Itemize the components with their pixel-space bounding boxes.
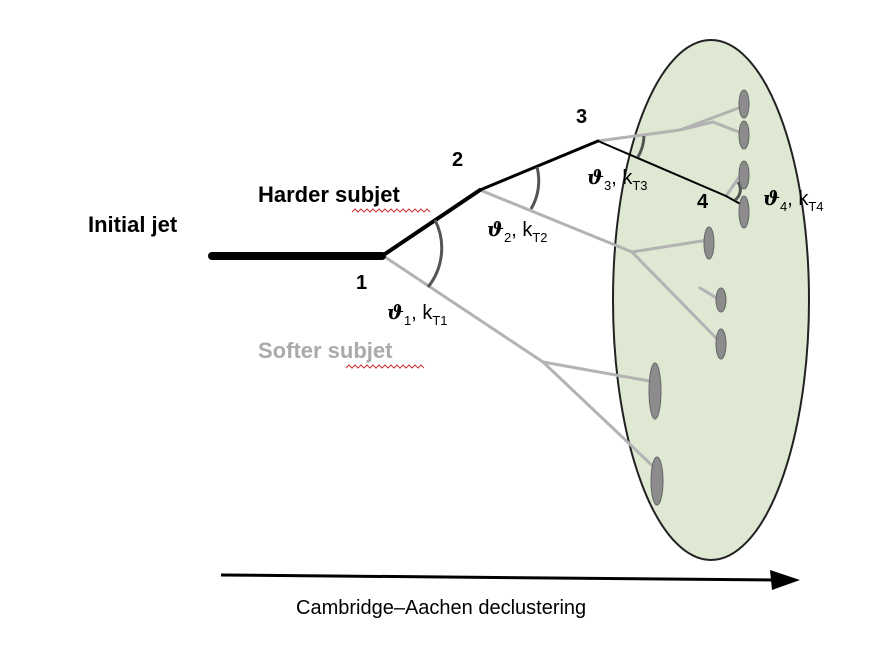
jet-area-ellipse <box>612 39 810 561</box>
spellcheck-underline <box>345 364 425 369</box>
node-label-4: 4 <box>697 191 709 213</box>
theta-symbol: ϑ <box>587 165 604 189</box>
softer-branch-2 <box>478 188 634 254</box>
splitting-label-4: ϑ4, kT4 <box>763 186 824 214</box>
angle-arc-1 <box>426 219 444 288</box>
hadron <box>738 89 750 119</box>
initial-jet-label: Initial jet <box>88 212 178 237</box>
hadron <box>703 226 715 260</box>
angle-arc-4 <box>734 181 742 202</box>
softer-branch-2a <box>630 238 710 254</box>
hadron <box>648 362 662 420</box>
node-label-2: 2 <box>452 149 463 171</box>
hadron <box>650 456 664 506</box>
hadron <box>738 195 750 229</box>
kt-symbol: k <box>622 167 633 189</box>
harder-subjet-label: Harder subjet <box>258 182 400 207</box>
separator: , <box>787 188 798 210</box>
hadron <box>715 287 727 313</box>
separator: , <box>511 219 522 241</box>
hadron <box>715 328 727 360</box>
theta-subscript: 3 <box>604 178 611 193</box>
kt-subscript: T1 <box>432 313 447 328</box>
theta-symbol: ϑ <box>387 300 404 324</box>
softer-branch-1a <box>541 360 657 384</box>
kt-subscript: T2 <box>532 230 547 245</box>
theta-subscript: 1 <box>404 313 411 328</box>
softer-branch-1b <box>541 360 659 472</box>
harder-segment-2 <box>478 139 600 192</box>
softer-branch-1 <box>380 253 545 364</box>
kt-subscript: T4 <box>808 199 823 214</box>
arrow-head <box>770 570 800 590</box>
theta-symbol: ϑ <box>763 186 780 210</box>
softer-branch-3b <box>678 104 746 132</box>
node-label-3: 3 <box>576 106 587 128</box>
kt-symbol: k <box>422 302 433 324</box>
harder-segment-1 <box>380 188 482 258</box>
theta-subscript: 4 <box>780 199 787 214</box>
declustering-label: Cambridge–Aachen declustering <box>296 597 586 619</box>
splitting-label-1: ϑ1, kT1 <box>387 300 448 328</box>
theta-subscript: 2 <box>504 230 511 245</box>
separator: , <box>611 167 622 189</box>
hadrons <box>648 89 750 506</box>
separator: , <box>411 302 422 324</box>
theta-symbol: ϑ <box>487 217 504 241</box>
angle-arcs <box>426 135 742 288</box>
angle-arc-2 <box>529 166 541 210</box>
softer-branch-2b <box>630 250 722 344</box>
arrow-shaft <box>220 573 781 582</box>
spellcheck-underline <box>351 208 431 213</box>
softer-branch-3 <box>596 128 682 143</box>
harder-branch <box>208 139 745 260</box>
hadron <box>738 160 750 190</box>
splitting-label-3: ϑ3, kT3 <box>587 165 648 193</box>
declustering-arrow <box>220 570 800 590</box>
softer-subjet-label: Softer subjet <box>258 338 393 363</box>
kt-subscript: T3 <box>632 178 647 193</box>
kt-symbol: k <box>798 188 809 210</box>
hadron <box>738 120 750 150</box>
harder-segment-3 <box>597 140 727 197</box>
splitting-label-2: ϑ2, kT2 <box>487 217 548 245</box>
kt-symbol: k <box>522 219 533 241</box>
angle-arc-3 <box>636 135 646 158</box>
node-label-1: 1 <box>356 272 367 294</box>
